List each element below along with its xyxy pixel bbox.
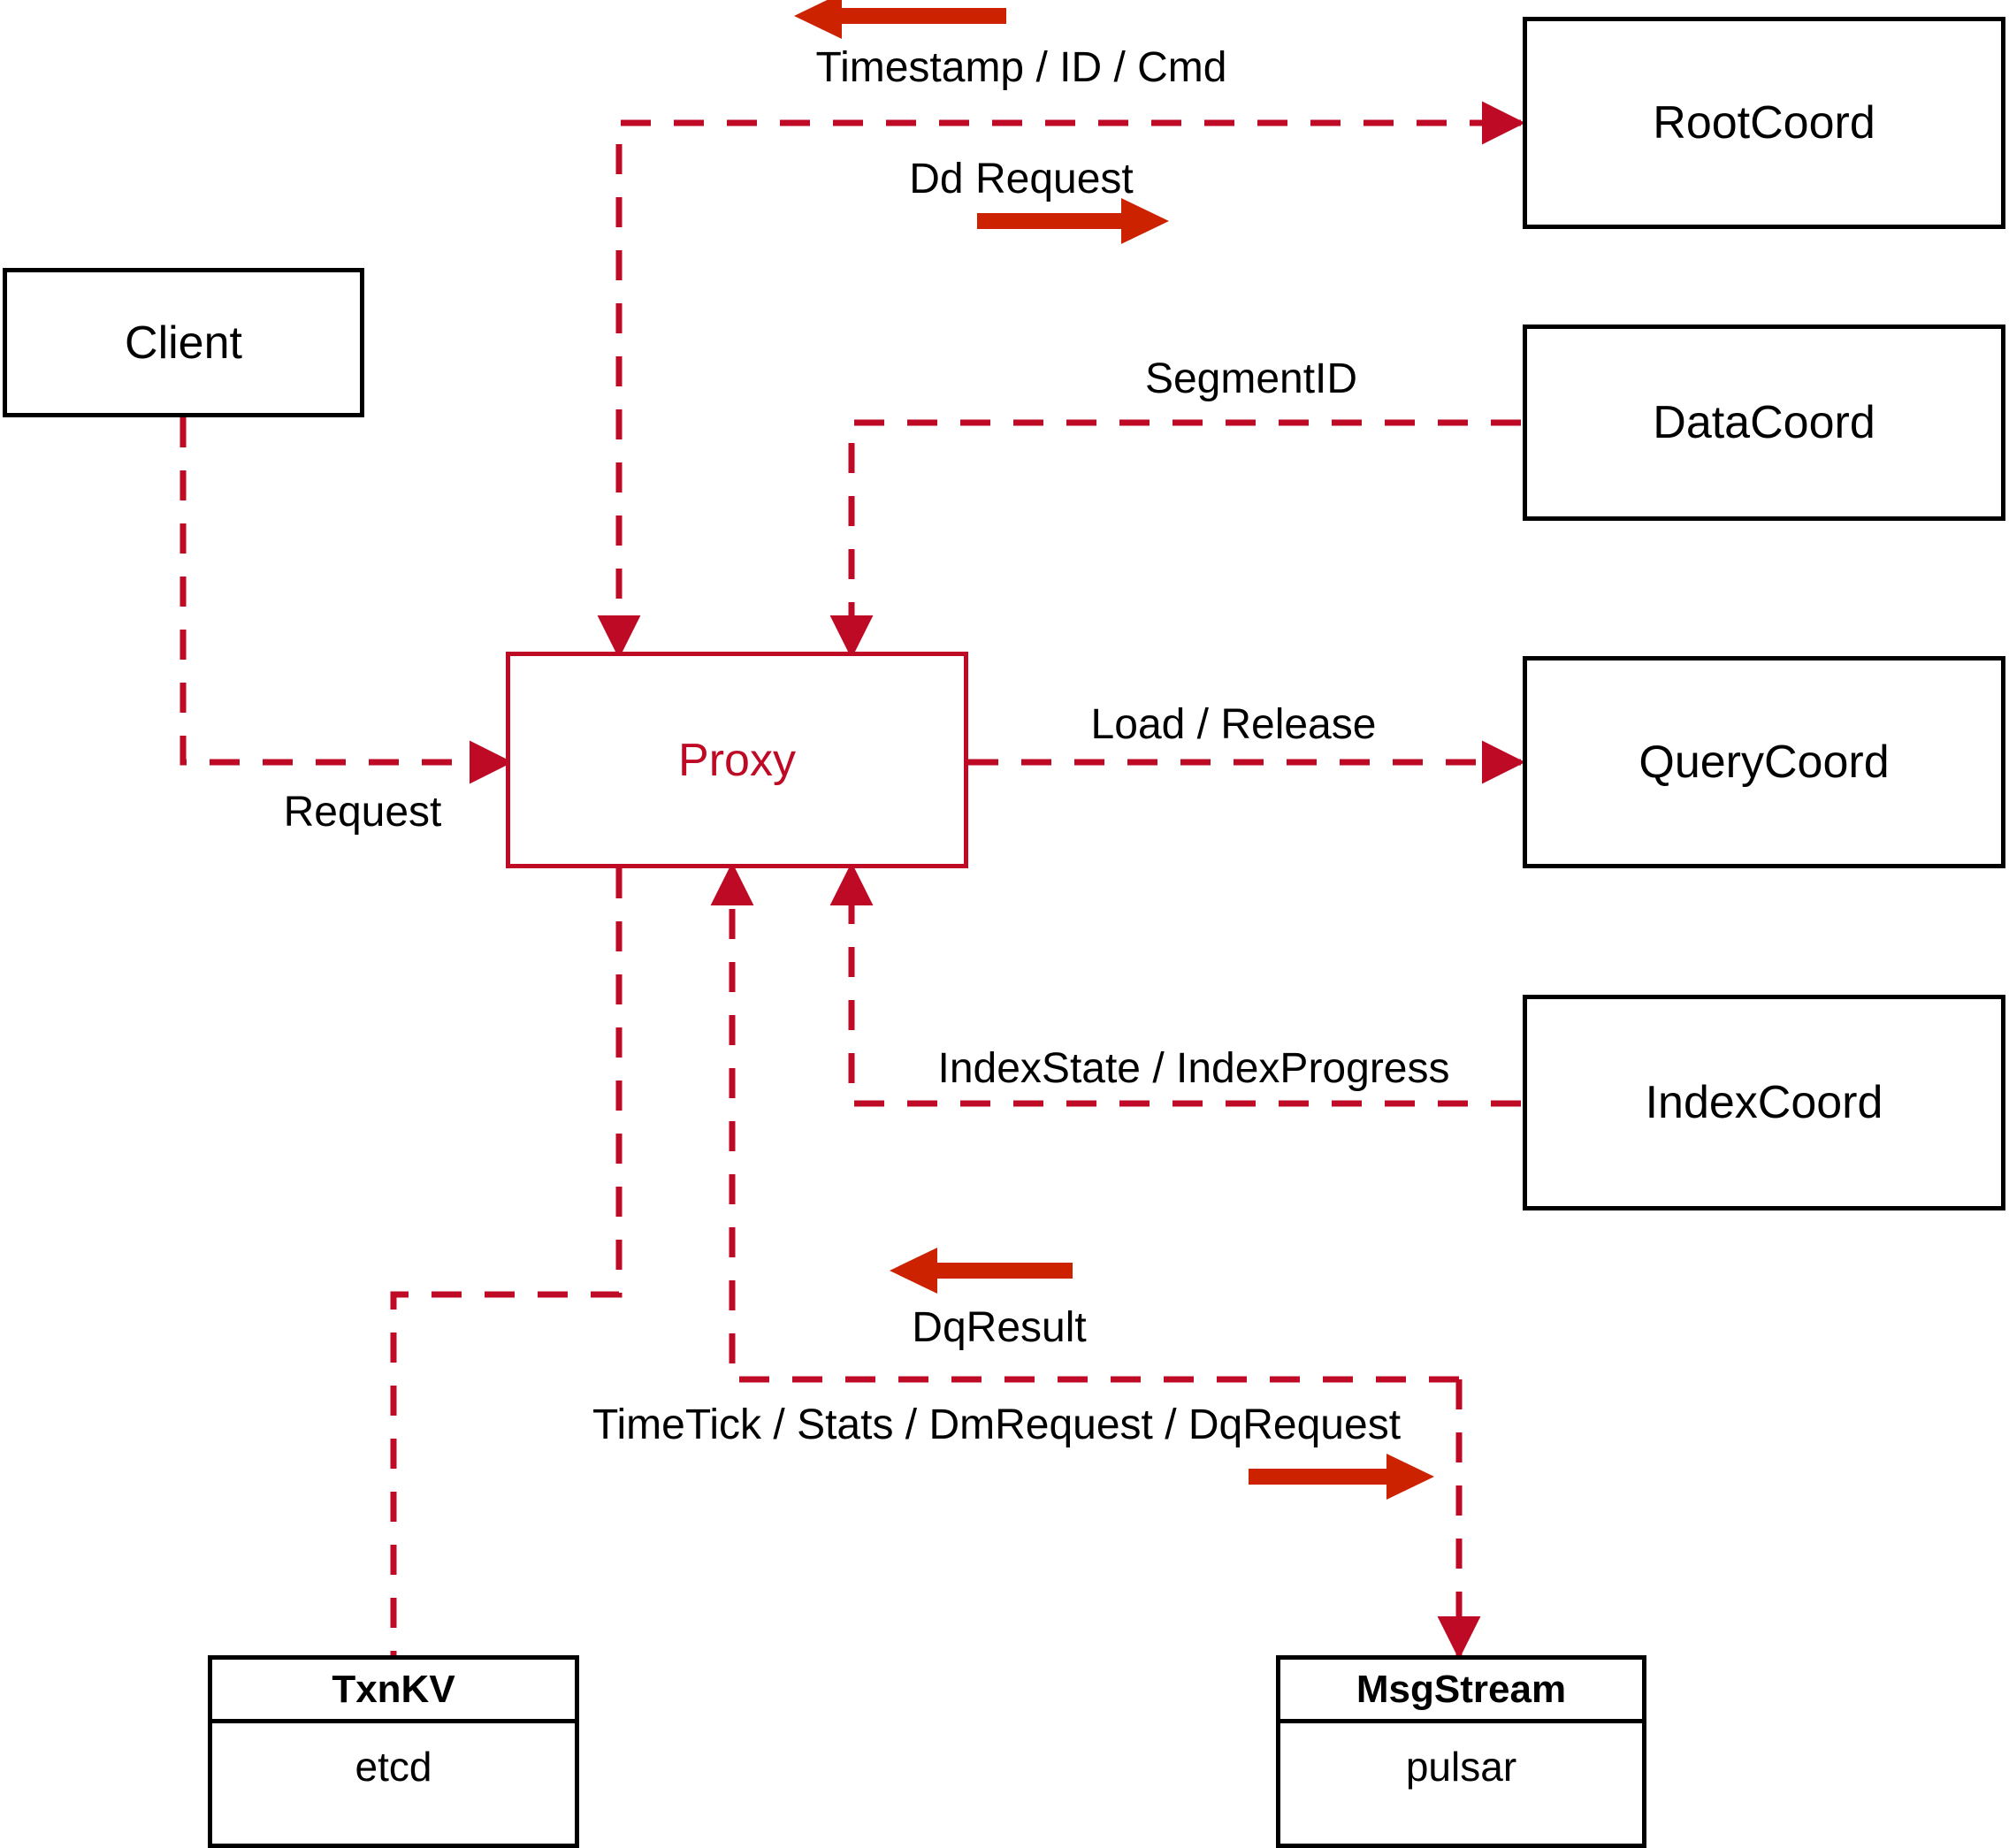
node-client[interactable]: Client [3, 268, 364, 417]
arrow-left-icon-dq-result [890, 1248, 1073, 1294]
node-data-coord[interactable]: DataCoord [1523, 325, 2005, 521]
node-msgstream-body: pulsar [1280, 1723, 1642, 1844]
node-msgstream-header: MsgStream [1280, 1660, 1642, 1723]
edge-segment-id-line [829, 419, 1521, 659]
node-txnkv-body: etcd [212, 1723, 575, 1844]
node-client-label: Client [125, 317, 242, 369]
node-root-coord[interactable]: RootCoord [1523, 17, 2005, 229]
edge-label-load-release: Load / Release [1090, 701, 1377, 748]
edge-label-index-state-progress: IndexState / IndexProgress [937, 1045, 1450, 1092]
arrow-left-icon-timestamp [794, 0, 1006, 39]
node-data-coord-label: DataCoord [1653, 397, 1875, 448]
node-txnkv-body-label: etcd [355, 1744, 432, 1790]
node-txnkv[interactable]: TxnKV etcd [208, 1655, 579, 1848]
edge-label-timestamp-id-cmd: Timestamp / ID / Cmd [815, 44, 1227, 91]
edge-dd-request-line [597, 101, 1525, 659]
node-proxy[interactable]: Proxy [506, 652, 968, 868]
edge-txnkv-line [390, 868, 623, 1655]
edge-label-dd-request: Dd Request [909, 156, 1134, 202]
edge-dq-result-line [710, 862, 1459, 1383]
node-txnkv-header: TxnKV [212, 1660, 575, 1723]
edge-label-dq-result: DqResult [912, 1304, 1087, 1351]
arrow-right-icon-dd-request [977, 198, 1169, 244]
node-msgstream-header-label: MsgStream [1356, 1667, 1567, 1711]
node-index-coord[interactable]: IndexCoord [1523, 995, 2005, 1210]
node-proxy-label: Proxy [678, 734, 796, 786]
node-index-coord-label: IndexCoord [1645, 1077, 1883, 1128]
node-query-coord-label: QueryCoord [1639, 737, 1890, 788]
node-query-coord[interactable]: QueryCoord [1523, 656, 2005, 868]
edge-label-request: Request [283, 789, 442, 836]
edge-index-state-line [829, 862, 1521, 1107]
edge-request-line [180, 417, 513, 784]
node-msgstream[interactable]: MsgStream pulsar [1276, 1655, 1646, 1848]
arrow-right-icon-timetick [1249, 1454, 1434, 1500]
edge-label-timetick-stats: TimeTick / Stats / DmRequest / DqRequest [592, 1401, 1402, 1448]
node-root-coord-label: RootCoord [1653, 97, 1875, 149]
node-msgstream-body-label: pulsar [1405, 1744, 1517, 1790]
edge-label-segment-id: SegmentID [1144, 355, 1358, 402]
node-txnkv-header-label: TxnKV [332, 1667, 455, 1711]
